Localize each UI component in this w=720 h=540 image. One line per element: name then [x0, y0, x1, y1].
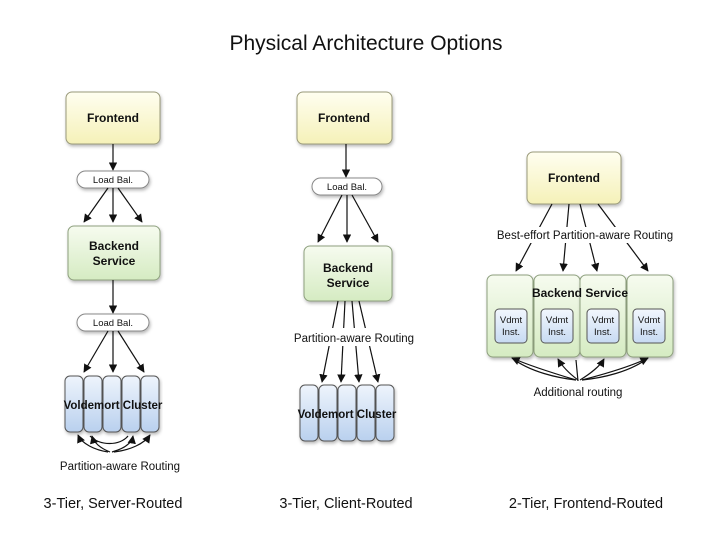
routing-arc: [113, 434, 151, 453]
cluster-node: [64, 375, 84, 433]
instance-label-line1: Vdmt: [592, 315, 615, 326]
routing-arc: [579, 358, 605, 381]
arrow: [83, 187, 109, 223]
backend-label-line2: Service: [327, 276, 370, 290]
routing-arc: [575, 359, 579, 382]
cluster-label: Voldemort Cluster: [64, 400, 163, 412]
instance-label-line1: Vdmt: [638, 315, 661, 326]
cluster-node: [102, 375, 122, 433]
arrow: [83, 330, 109, 373]
instance-label-line1: Vdmt: [546, 315, 569, 326]
backend-label-line2: Service: [93, 254, 136, 268]
instance-label-line2: Inst.: [640, 327, 658, 338]
cluster-label: Voldemort Cluster: [298, 409, 397, 421]
cluster-node: [318, 384, 338, 442]
frontend-box: Frontend: [526, 151, 622, 205]
load-balancer-label: Load Bal.: [327, 182, 367, 193]
routing-note: Best-effort Partition-aware Routing: [497, 230, 673, 242]
routing-arc: [557, 358, 579, 381]
additional-routing-note: Additional routing: [534, 387, 623, 399]
routing-note: Partition-aware Routing: [60, 461, 180, 473]
cluster-node: [356, 384, 376, 442]
routing-arc: [581, 357, 649, 381]
column-caption: 3-Tier, Server-Routed: [44, 496, 183, 512]
load-balancer-label: Load Bal.: [93, 175, 133, 186]
vdmt-instance: Vdmt Inst.: [632, 308, 666, 344]
backend-service-box: Backend Service: [67, 225, 161, 281]
backend-service-box: Backend Service: [303, 245, 393, 302]
routing-note: Partition-aware Routing: [294, 333, 414, 345]
load-balancer-label: Load Bal.: [93, 318, 133, 329]
backend-label-line1: Backend: [323, 261, 373, 275]
frontend-box: Frontend: [296, 91, 393, 145]
arrow: [117, 187, 143, 223]
cluster-node: [337, 384, 357, 442]
arrow: [317, 194, 343, 243]
backend-label-line1: Backend: [89, 239, 139, 253]
instance-label-line1: Vdmt: [500, 315, 523, 326]
column-frontend-routed: Frontend Best-effort Partition-aware Rou…: [486, 151, 680, 512]
routing-arc: [581, 357, 649, 381]
vdmt-instance: Vdmt Inst.: [540, 308, 574, 344]
arrow: [351, 194, 379, 243]
instance-label-line2: Inst.: [502, 327, 520, 338]
vdmt-instance: Vdmt Inst.: [494, 308, 528, 344]
cluster-node: [121, 375, 141, 433]
note-backdrop: [490, 227, 680, 243]
instance-label-line2: Inst.: [594, 327, 612, 338]
routing-arc: [511, 357, 577, 381]
column-caption: 3-Tier, Client-Routed: [279, 496, 412, 512]
voldemort-cluster: Voldemort Cluster: [298, 384, 397, 442]
instance-label-line2: Inst.: [548, 327, 566, 338]
backend-label: Backend Service: [532, 286, 628, 300]
routing-arc: [89, 435, 129, 445]
frontend-box: Frontend: [65, 91, 161, 145]
frontend-label: Frontend: [318, 111, 370, 125]
routing-arc: [511, 357, 577, 381]
column-caption: 2-Tier, Frontend-Routed: [509, 496, 663, 512]
routing-arc: [111, 435, 136, 453]
cluster-node: [140, 375, 160, 433]
diagram-title: Physical Architecture Options: [229, 32, 502, 55]
voldemort-cluster: Voldemort Cluster: [64, 375, 163, 433]
frontend-label: Frontend: [548, 171, 600, 185]
column-server-routed: Frontend Load Bal. Backend Service Load …: [44, 91, 183, 512]
note-backdrop: [286, 328, 418, 346]
load-balancer-pill: Load Bal.: [76, 313, 150, 332]
frontend-label: Frontend: [87, 111, 139, 125]
cluster-node: [375, 384, 395, 442]
backend-service-group: Backend Service Vdmt Inst. Vdmt Inst. Vd…: [486, 274, 674, 358]
routing-arc: [77, 434, 109, 453]
load-balancer-pill: Load Bal.: [311, 177, 383, 196]
vdmt-instance: Vdmt Inst.: [586, 308, 620, 344]
cluster-node: [83, 375, 103, 433]
cluster-node: [299, 384, 319, 442]
arrow: [117, 330, 145, 373]
column-client-routed: Frontend Load Bal. Backend Service Parti…: [279, 91, 418, 512]
load-balancer-pill: Load Bal.: [76, 170, 150, 189]
